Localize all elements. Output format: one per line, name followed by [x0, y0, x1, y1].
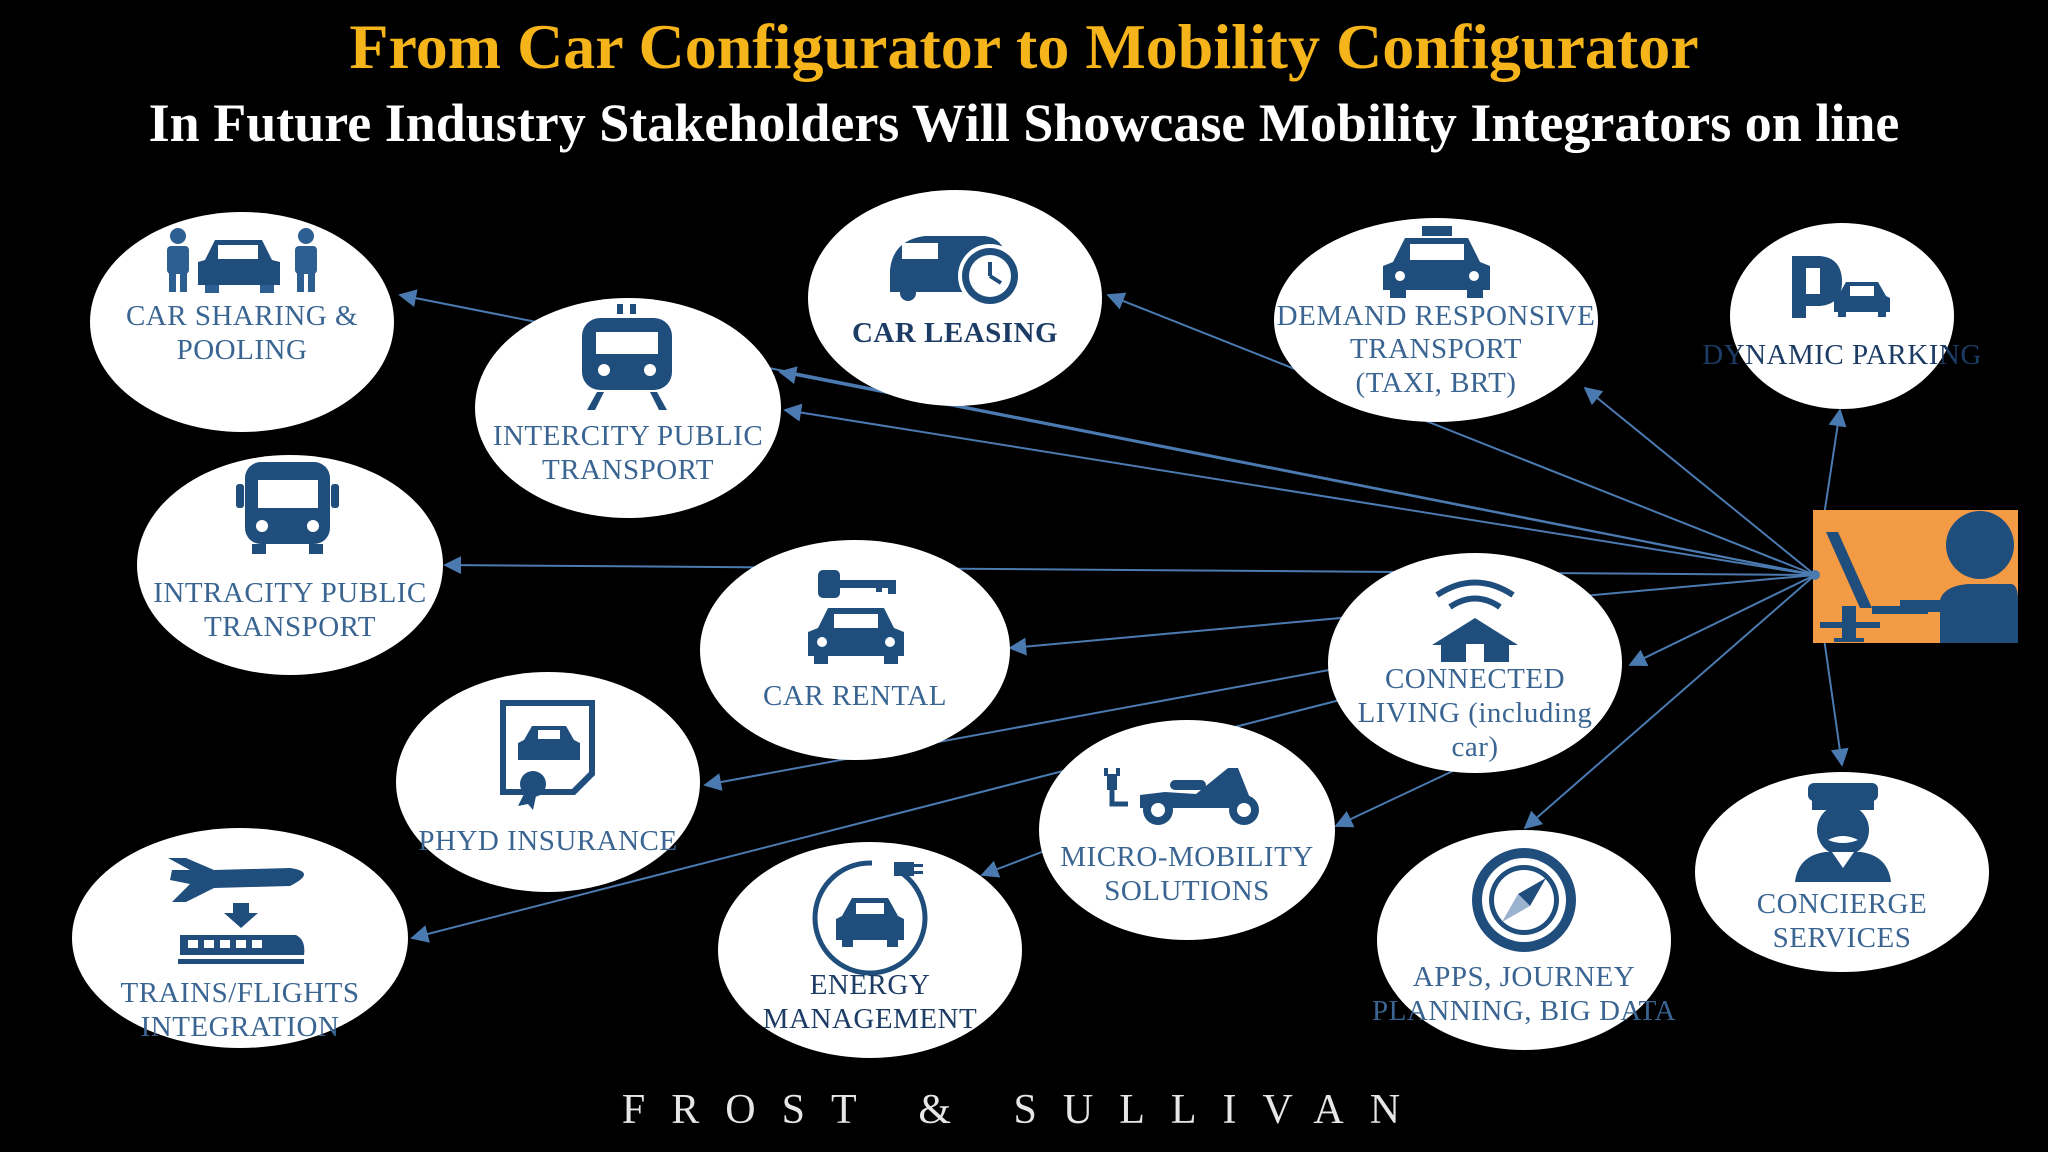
node-connected-living: CONNECTED LIVING (including car) — [1328, 553, 1622, 773]
micro-mobility-label-1: MICRO-MOBILITY — [1060, 841, 1314, 873]
node-car-sharing: CAR SHARING & POOLING — [90, 212, 394, 432]
compass-icon — [1472, 848, 1576, 952]
energy-label-1: ENERGY — [810, 969, 931, 1001]
drt-label-3: (TAXI, BRT) — [1356, 367, 1517, 399]
drt-label-2: TRANSPORT — [1350, 333, 1522, 365]
node-trains-flights: TRAINS/FLIGHTS INTEGRATION — [72, 828, 408, 1048]
concierge-icon — [1795, 783, 1891, 882]
connected-label-3: car) — [1451, 731, 1498, 763]
car-clock-icon — [890, 236, 1022, 308]
page-subtitle: In Future Industry Stakeholders Will Sho… — [148, 93, 1900, 153]
node-intracity: INTRACITY PUBLIC TRANSPORT — [137, 455, 443, 675]
node-phyd: PHYD INSURANCE — [396, 672, 700, 892]
train-icon — [582, 304, 672, 410]
insurance-certificate-icon — [500, 700, 595, 810]
energy-car-icon — [812, 858, 928, 976]
intracity-label-1: INTRACITY PUBLIC — [153, 577, 427, 609]
node-intercity: INTERCITY PUBLIC TRANSPORT — [475, 298, 781, 518]
connected-label-1: CONNECTED — [1385, 663, 1565, 695]
node-energy: ENERGY MANAGEMENT — [718, 842, 1022, 1058]
car-rental-label: CAR RENTAL — [763, 680, 947, 712]
intracity-label-2: TRANSPORT — [204, 611, 376, 643]
concierge-label-1: CONCIERGE — [1757, 888, 1927, 920]
car-sharing-label-2: POOLING — [177, 334, 308, 366]
energy-label-2: MANAGEMENT — [763, 1003, 977, 1035]
node-car-rental: CAR RENTAL — [700, 540, 1010, 760]
parking-icon — [1792, 256, 1890, 318]
trains-flights-label-2: INTEGRATION — [141, 1011, 340, 1043]
connected-label-2: LIVING (including — [1358, 697, 1593, 729]
e-scooter-icon — [1104, 768, 1259, 825]
taxi-icon — [1383, 226, 1490, 298]
node-car-leasing: CAR LEASING — [808, 190, 1102, 406]
apps-label-1: APPS, JOURNEY — [1413, 961, 1635, 993]
node-micro-mobility: MICRO-MOBILITY SOLUTIONS — [1039, 720, 1335, 940]
car-sharing-icon — [167, 228, 317, 293]
connected-home-icon — [1432, 579, 1518, 662]
parking-label: DYNAMIC PARKING — [1702, 339, 1982, 371]
user-at-computer-icon — [1810, 510, 2018, 643]
intercity-label-2: TRANSPORT — [542, 454, 714, 486]
node-drt: DEMAND RESPONSIVE TRANSPORT (TAXI, BRT) — [1274, 218, 1598, 422]
apps-label-2: PLANNING, BIG DATA — [1372, 995, 1676, 1027]
plane-train-icon — [168, 858, 305, 964]
drt-label-1: DEMAND RESPONSIVE — [1277, 300, 1596, 332]
concierge-label-2: SERVICES — [1773, 922, 1912, 954]
frost-sullivan-logo: FROST & SULLIVAN — [621, 1087, 1427, 1133]
car-sharing-label-1: CAR SHARING & — [126, 300, 358, 332]
trains-flights-label-1: TRAINS/FLIGHTS — [120, 977, 359, 1009]
intercity-label-1: INTERCITY PUBLIC — [493, 420, 763, 452]
node-concierge: CONCIERGE SERVICES — [1695, 772, 1989, 972]
node-apps: APPS, JOURNEY PLANNING, BIG DATA — [1372, 830, 1676, 1050]
car-key-icon — [808, 570, 904, 664]
page-title: From Car Configurator to Mobility Config… — [349, 11, 1699, 82]
car-leasing-label: CAR LEASING — [852, 317, 1058, 349]
bus-icon — [236, 462, 339, 554]
node-parking: DYNAMIC PARKING — [1702, 223, 1982, 409]
phyd-label: PHYD INSURANCE — [418, 825, 677, 857]
micro-mobility-label-2: SOLUTIONS — [1104, 875, 1270, 907]
